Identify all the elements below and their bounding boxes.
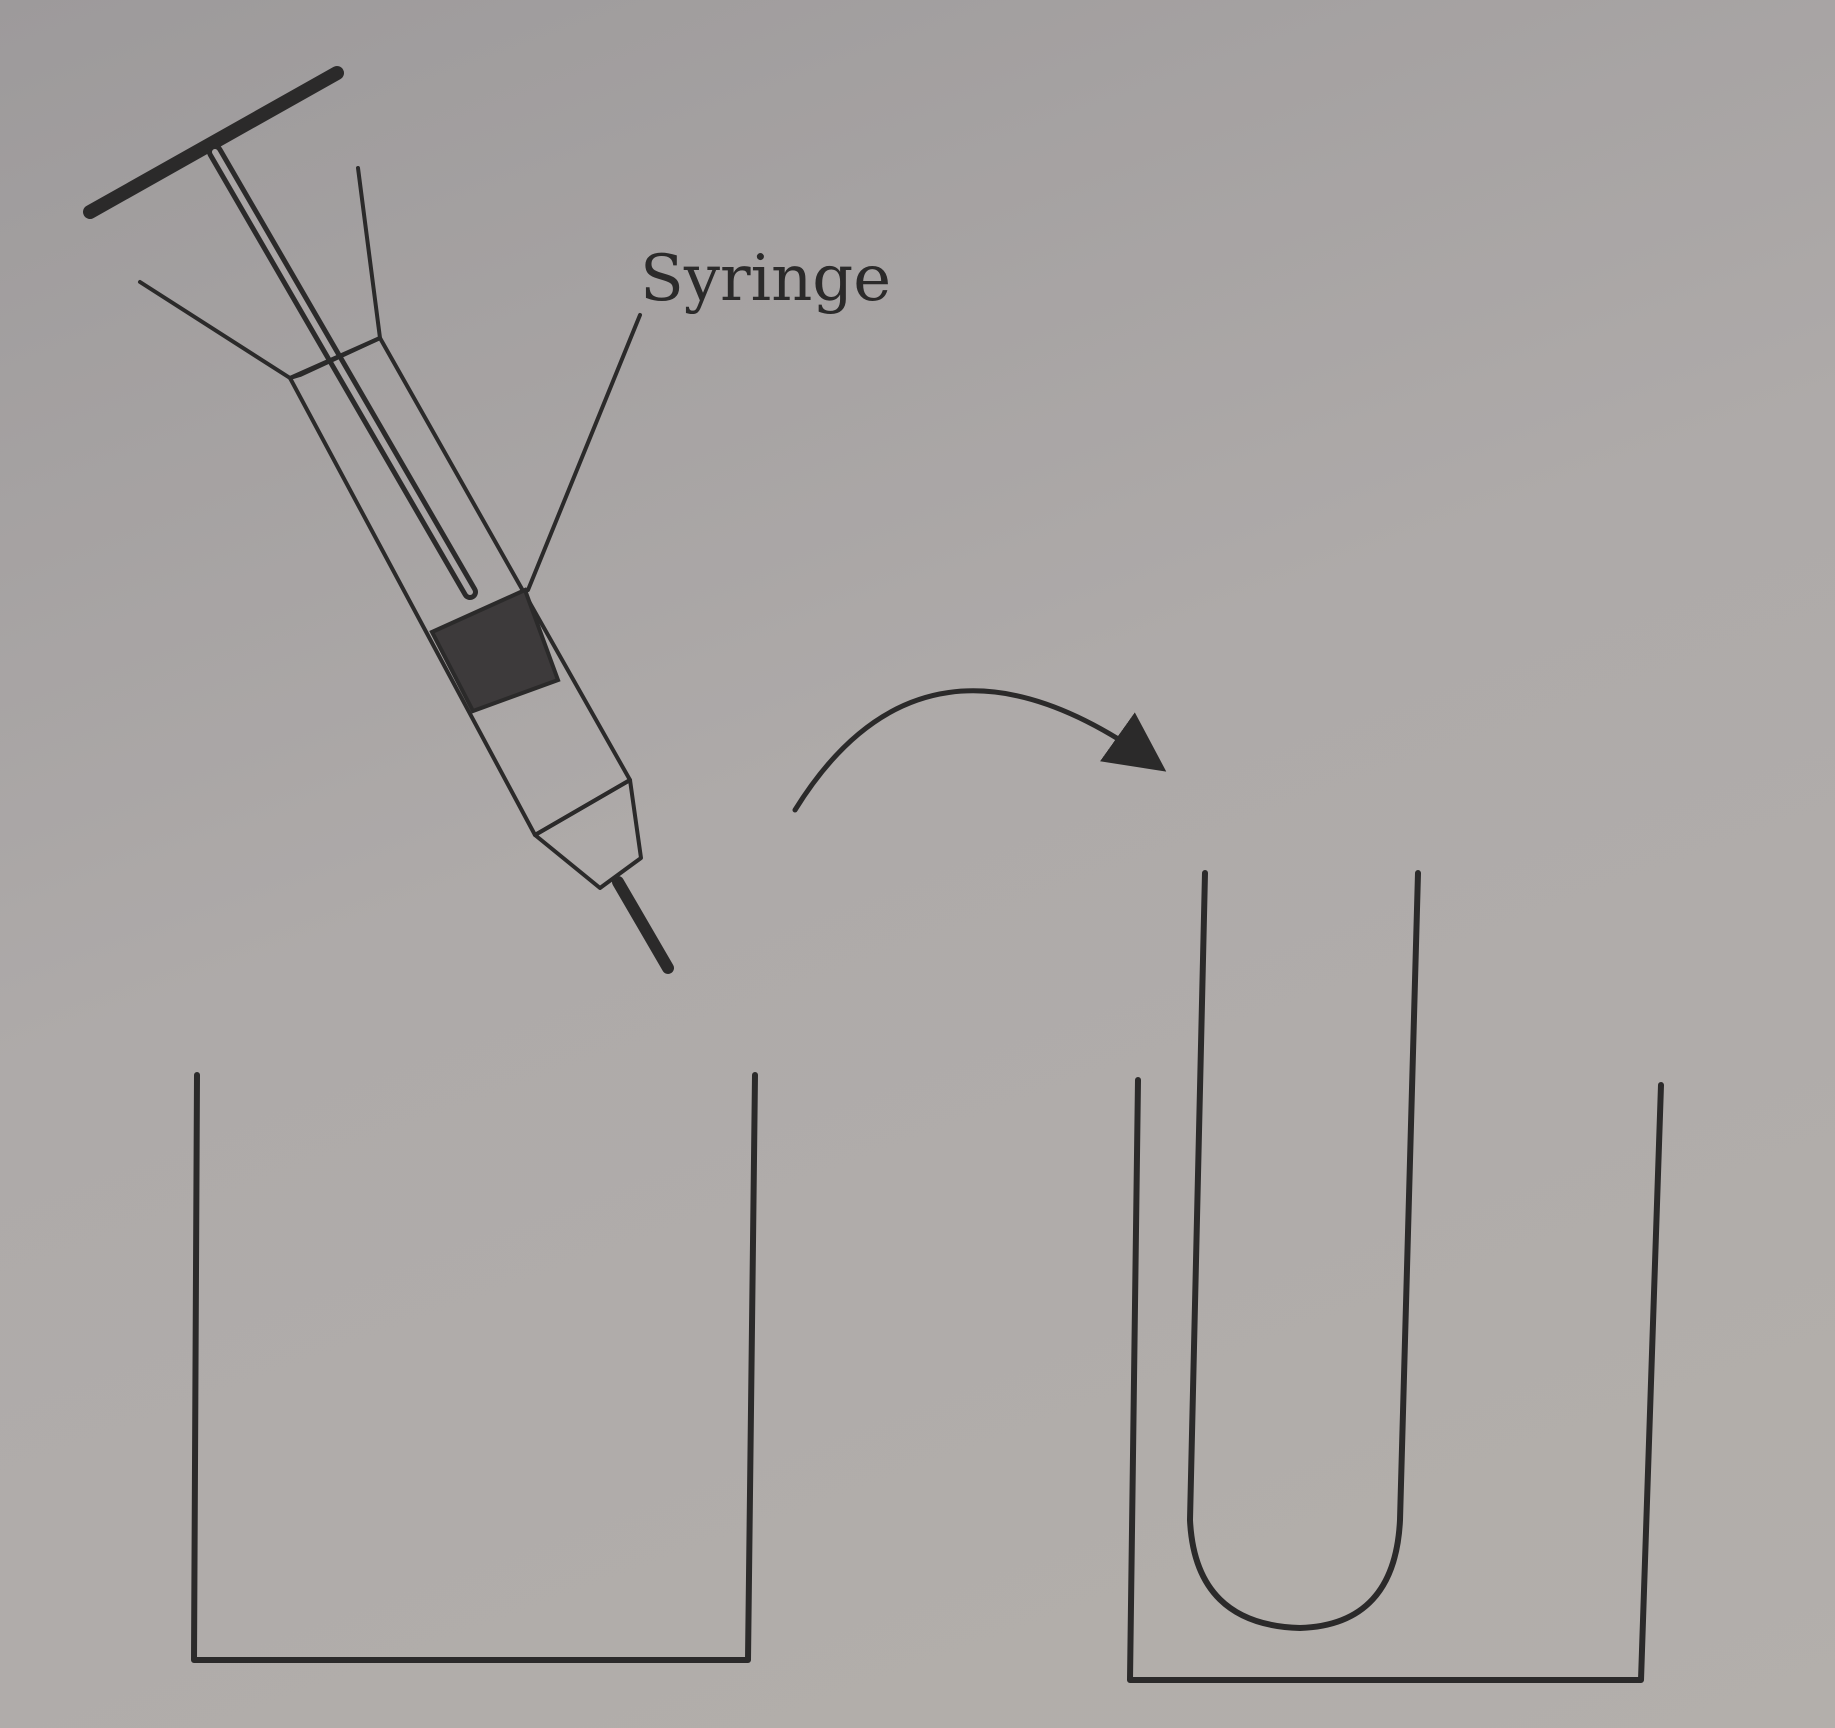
right-beaker bbox=[1127, 1077, 1664, 1683]
left-beaker bbox=[191, 1072, 758, 1663]
transfer-arrow bbox=[792, 688, 1167, 813]
syringe-needle bbox=[612, 876, 674, 974]
syringe-handle bbox=[83, 66, 344, 219]
u-tube bbox=[1187, 870, 1421, 1631]
syringe bbox=[83, 66, 674, 974]
syringe-label: Syringe bbox=[640, 242, 891, 316]
syringe-plunger-rod-inner bbox=[212, 149, 473, 595]
syringe-leader-line bbox=[526, 313, 642, 592]
syringe-flange bbox=[138, 166, 382, 380]
syringe-label-group: Syringe bbox=[526, 242, 891, 592]
syringe-plunger-seal bbox=[429, 587, 561, 714]
syringe-tip bbox=[533, 778, 643, 890]
